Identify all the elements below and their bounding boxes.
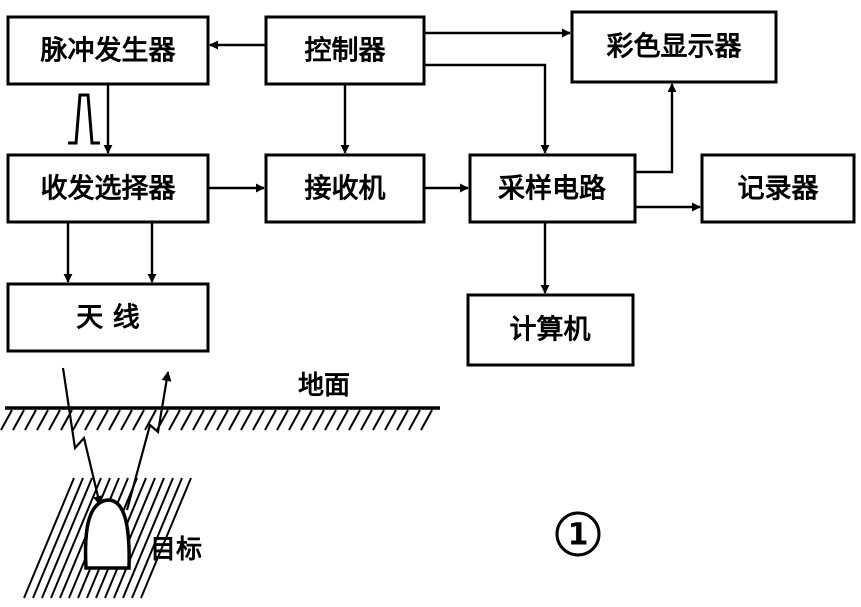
sampling-circuit-block: 采样电路 [468,153,637,224]
computer-label: 计算机 [510,314,591,346]
target-hatch-line [32,477,84,599]
target-hatch-line [23,477,75,599]
pulse-generator-label: 脉冲发生器 [40,35,177,67]
ground-surface [0,406,440,431]
ground-hatch-line [336,409,349,431]
ground-hatch-line [204,409,217,431]
arrow-controller-to-sampling [424,63,550,154]
receiver-block: 接收机 [264,153,426,224]
color-display-label: 彩色显示器 [607,31,743,63]
figure-number-text: 1 [568,518,589,553]
ground-hatch-line [360,409,373,431]
ground-hatch-line [108,409,121,431]
recorder-block: 记录器 [700,153,856,224]
sampling-circuit-label: 采样电路 [498,173,607,205]
antenna-block: 天 线 [6,282,210,353]
recorder-label: 记录器 [738,174,820,205]
pulse-generator-block: 脉冲发生器 [6,15,210,86]
figure-number: 1 [555,511,601,557]
ground-hatch-line [312,409,325,431]
ground-hatch-line [300,409,313,431]
ground-hatch-line [216,409,229,431]
ground-hatch-line [48,409,61,431]
ground-hatch-line [372,409,385,431]
antenna-label: 天 线 [76,303,139,334]
tr-switch-label: 收发选择器 [41,173,177,205]
computer-block: 计算机 [466,293,635,367]
ground-hatch-line [252,409,265,431]
ground-hatch-line [12,409,25,431]
ground-hatch-line [228,409,241,431]
target-hatch-line [131,477,183,599]
ground-hatch-line [408,409,421,431]
target-hatch-line [140,477,192,599]
ground-hatch-line [348,409,361,431]
ground-hatch-line [120,409,133,431]
target-hatch-line [50,477,102,599]
ground-hatch-line [180,409,193,431]
ground-label: 地面 [298,371,350,401]
connections [63,28,701,294]
ground-hatch-line [96,409,109,431]
transmitted-beam [61,367,103,506]
ground-hatch-line [24,409,37,431]
controller-label: 控制器 [305,36,387,67]
ground-hatch-line [192,409,205,431]
ground-hatch-line [36,409,49,431]
target-label: 目标 [150,535,202,565]
radar-beams [61,367,172,511]
ground-hatch-line [396,409,409,431]
target-hatch-line [41,477,93,599]
receiver-label: 接收机 [305,174,386,205]
ground-hatch-line [264,409,277,431]
ground-hatch-line [144,409,157,431]
arrow-sampling-to-color-display [635,83,677,174]
controller-block: 控制器 [264,15,426,86]
ground-hatch-line [168,409,181,431]
ground-hatch-line [288,409,301,431]
ground-hatch-line [324,409,337,431]
ground-hatch-line [0,409,13,431]
target-hatch-line [113,477,165,599]
color-display-block: 彩色显示器 [570,10,778,84]
ground-hatch-line [276,409,289,431]
ground-hatch-line [72,409,85,431]
ground-hatch-line [420,409,433,431]
target [23,477,192,599]
ground-hatch-line [84,409,97,431]
target-shape [83,498,131,570]
reflected-beam [125,371,172,511]
target-hatch-line [122,477,174,599]
ground-hatch-line [132,409,145,431]
pulse-waveform-icon [68,93,100,145]
ground-hatch-line [240,409,253,431]
ground-hatch-line [384,409,397,431]
tr-switch-block: 收发选择器 [6,153,210,224]
